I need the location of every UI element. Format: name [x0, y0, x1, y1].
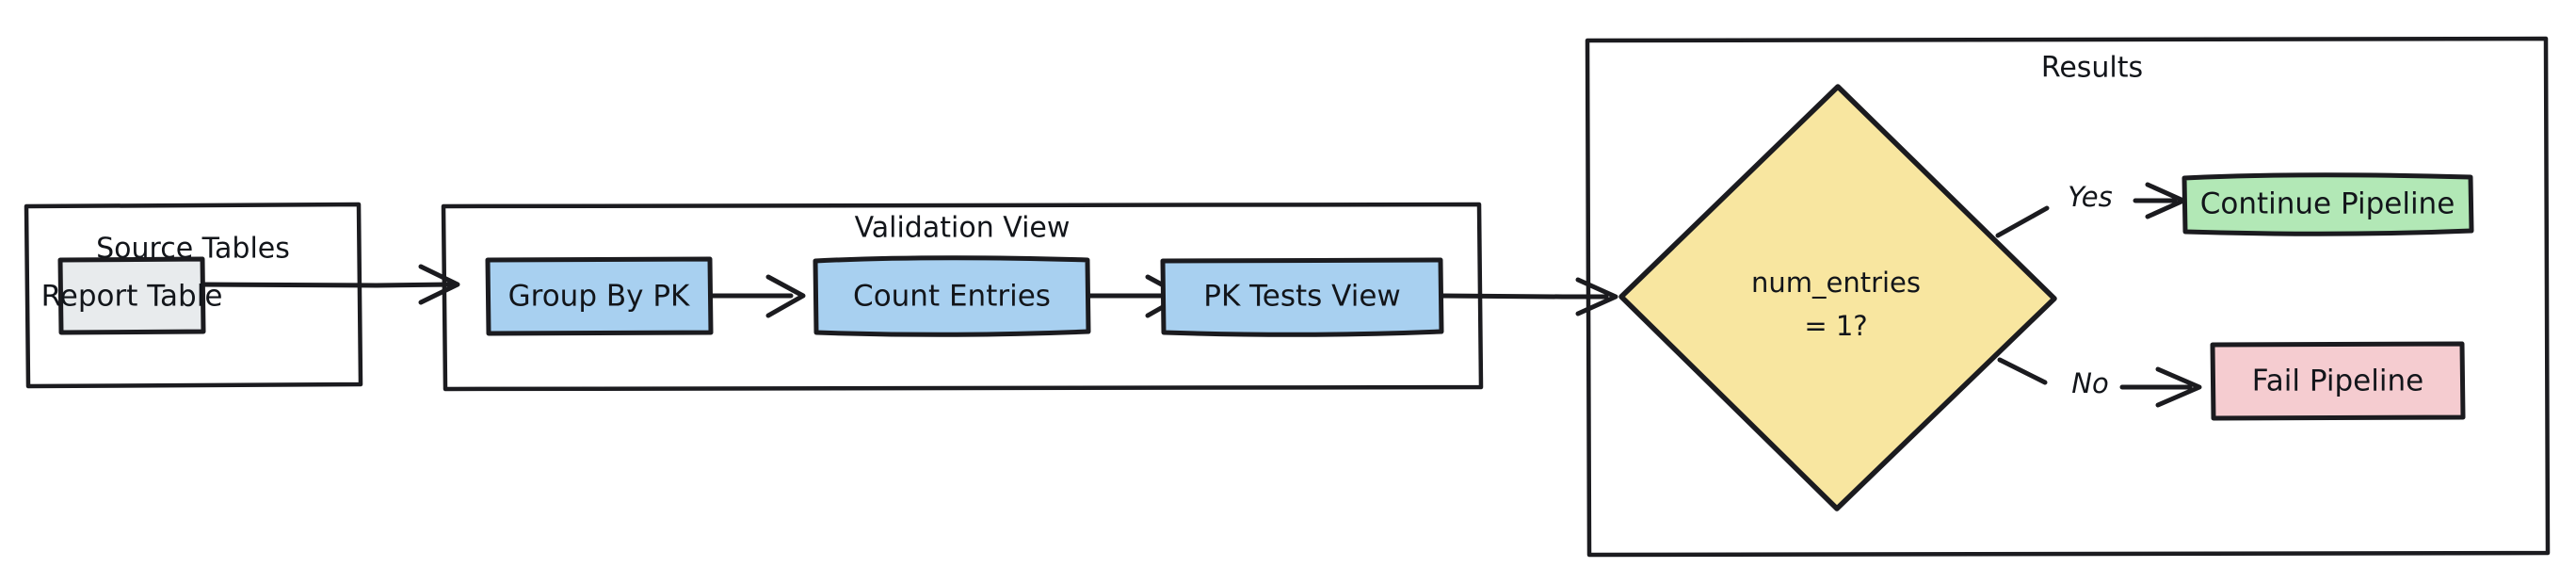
node-label: Continue Pipeline — [2200, 187, 2455, 221]
node-label-line2: = 1? — [1804, 310, 1867, 342]
group-results: Results — [1585, 36, 2551, 558]
arrow-head-icon — [418, 264, 460, 305]
edge-line — [1997, 357, 2048, 385]
node-label: PK Tests View — [1203, 280, 1401, 314]
edge-line — [197, 282, 454, 288]
arrow-head-icon — [2155, 366, 2202, 408]
source-tables-container — [24, 202, 363, 389]
node-label: Count Entries — [853, 280, 1051, 314]
node-count-entries[interactable]: Count Entries — [813, 255, 1091, 337]
node-group-by-pk[interactable]: Group By PK — [485, 256, 714, 336]
node-shape — [2182, 172, 2474, 236]
node-label-line1: num_entries — [1751, 267, 1921, 299]
edge-line — [1995, 205, 2050, 238]
validation-view-label: Validation View — [855, 212, 1071, 245]
edge-report-table-to-group-by-pk — [197, 264, 460, 305]
node-label: Fail Pipeline — [2252, 365, 2423, 398]
node-continue-pipeline[interactable]: Continue Pipeline — [2182, 172, 2474, 236]
node-pk-tests-view[interactable]: PK Tests View — [1160, 257, 1444, 337]
arrow-head-icon — [765, 274, 806, 318]
group-validation-view: Validation View — [441, 202, 1484, 392]
node-fail-pipeline[interactable]: Fail Pipeline — [2210, 341, 2466, 421]
node-shape — [1618, 84, 2057, 511]
node-shape — [813, 255, 1091, 337]
node-shape — [485, 256, 714, 336]
node-shape — [2210, 341, 2466, 421]
edge-decision-to-fail-pipeline: No — [1997, 357, 2202, 408]
node-decision[interactable]: num_entries = 1? — [1618, 84, 2057, 511]
edge-pk-tests-view-to-decision — [1439, 277, 1618, 316]
validation-view-container — [441, 202, 1484, 392]
results-label: Results — [2041, 52, 2143, 85]
node-label: Report Table — [41, 280, 223, 314]
edge-label-no: No — [2071, 367, 2108, 399]
node-label: Group By PK — [508, 280, 690, 314]
edge-label-yes: Yes — [2068, 181, 2112, 213]
arrow-head-icon — [1575, 277, 1618, 316]
edge-group-by-pk-to-count-entries — [707, 274, 806, 318]
edge-line — [1439, 293, 1609, 300]
node-shape — [57, 256, 206, 335]
node-report-table[interactable]: Report Table — [41, 256, 223, 335]
node-shape — [1160, 257, 1444, 337]
results-container — [1585, 36, 2551, 558]
edge-decision-to-continue-pipeline: Yes — [1995, 181, 2186, 238]
